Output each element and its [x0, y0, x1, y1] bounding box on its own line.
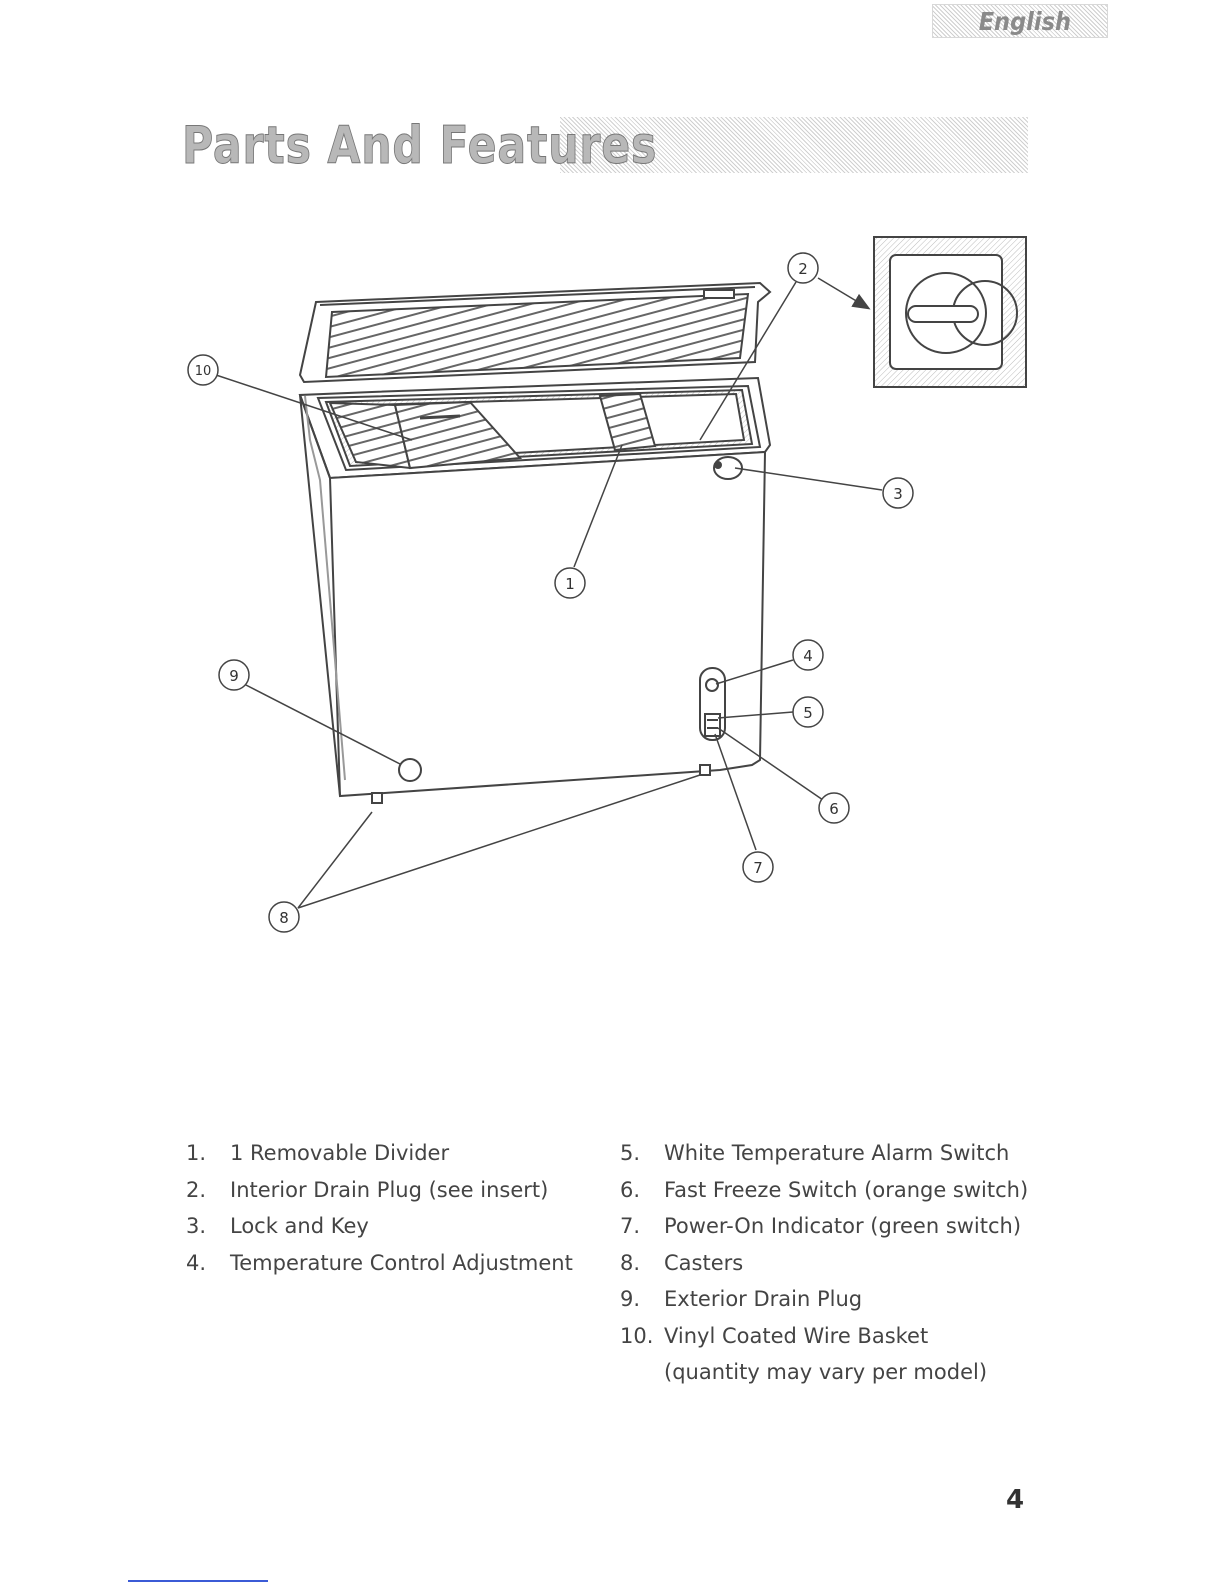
callout-9: 9 [219, 660, 249, 690]
freezer-lid [300, 283, 770, 382]
freezer-cabinet [300, 378, 770, 803]
list-item: 8.Casters [620, 1245, 1050, 1282]
svg-text:2: 2 [798, 260, 808, 278]
freezer-diagram: 1 2 3 4 5 6 7 8 9 10 [0, 0, 1224, 1000]
list-item: 1.1 Removable Divider [186, 1135, 576, 1172]
list-item: 3.Lock and Key [186, 1208, 576, 1245]
svg-text:5: 5 [803, 704, 813, 722]
list-item: 9.Exterior Drain Plug [620, 1281, 1050, 1318]
callout-8: 8 [269, 902, 299, 932]
list-item: 4.Temperature Control Adjustment [186, 1245, 576, 1282]
svg-text:6: 6 [829, 800, 839, 818]
svg-text:3: 3 [893, 485, 903, 503]
callout-1: 1 [555, 568, 585, 598]
svg-text:4: 4 [803, 647, 813, 665]
page-number: 4 [1006, 1485, 1024, 1515]
svg-text:1: 1 [565, 575, 575, 593]
callout-2: 2 [788, 253, 818, 283]
svg-text:10: 10 [195, 364, 212, 379]
list-item: 6.Fast Freeze Switch (orange switch) [620, 1172, 1050, 1209]
parts-list-left: 1.1 Removable Divider 2.Interior Drain P… [186, 1135, 576, 1281]
list-item: 7.Power-On Indicator (green switch) [620, 1208, 1050, 1245]
parts-list-right: 5.White Temperature Alarm Switch 6.Fast … [620, 1135, 1050, 1391]
list-item: 5.White Temperature Alarm Switch [620, 1135, 1050, 1172]
callout-4: 4 [793, 640, 823, 670]
svg-text:7: 7 [753, 859, 763, 877]
callout-3: 3 [883, 478, 913, 508]
list-item-label: Vinyl Coated Wire Basket [664, 1318, 1050, 1355]
svg-text:9: 9 [229, 667, 239, 685]
callout-5: 5 [793, 697, 823, 727]
callout-7: 7 [743, 852, 773, 882]
list-item: 2.Interior Drain Plug (see insert) [186, 1172, 576, 1209]
list-item-sublabel: (quantity may vary per model) [664, 1354, 1050, 1391]
drain-plug-insert [874, 237, 1026, 387]
footer-rule [128, 1580, 268, 1582]
list-item: 10.Vinyl Coated Wire Basket(quantity may… [620, 1318, 1050, 1391]
callout-10: 10 [188, 355, 218, 385]
svg-text:8: 8 [279, 909, 289, 927]
callout-6: 6 [819, 793, 849, 823]
